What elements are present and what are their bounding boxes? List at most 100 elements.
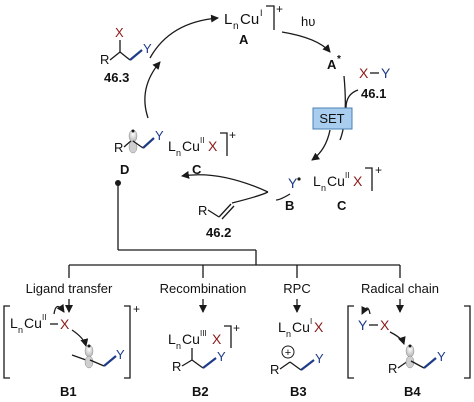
cu-symbol: Cu bbox=[182, 138, 200, 154]
hv-label: hυ bbox=[301, 14, 315, 29]
label-46-2: 46.2 bbox=[206, 225, 231, 240]
cu-symbol: Cu bbox=[182, 331, 200, 347]
bond bbox=[279, 361, 291, 370]
orbital-lower bbox=[84, 355, 94, 369]
cu-oxidation-state: II bbox=[42, 313, 46, 322]
bracket-left bbox=[3, 305, 10, 379]
alkene-double-bond-2 bbox=[221, 205, 235, 220]
radical-dot bbox=[297, 177, 301, 181]
cu-ligand-n: n bbox=[176, 148, 181, 158]
set-label: SET bbox=[319, 111, 344, 126]
radical-dot bbox=[408, 344, 412, 348]
bond-2 bbox=[89, 359, 105, 367]
structure-b2: L n Cu III X + R Y bbox=[168, 321, 240, 374]
alkene-46-2: R bbox=[198, 203, 235, 220]
plus-charge: + bbox=[133, 302, 140, 316]
mechanism-recombination: Recombination bbox=[160, 281, 247, 296]
bond-2 bbox=[410, 360, 425, 369]
y-atom: Y bbox=[217, 349, 226, 364]
cu-ligand-n: n bbox=[18, 325, 23, 335]
bracket-right bbox=[124, 305, 131, 379]
bond-2 bbox=[132, 140, 144, 149]
cu-ligand-n: n bbox=[233, 21, 239, 32]
y-atom: Y bbox=[155, 128, 164, 143]
mechanism-ligand-transfer: Ligand transfer bbox=[26, 281, 113, 296]
cu-oxidation-state: I bbox=[310, 317, 312, 326]
y-bond bbox=[103, 355, 117, 367]
y-bond bbox=[202, 357, 217, 369]
y-atom: Y bbox=[381, 65, 391, 81]
r-group: R bbox=[198, 203, 207, 218]
bond bbox=[181, 359, 193, 367]
bond-2 bbox=[289, 361, 302, 371]
x-atom: X bbox=[380, 317, 390, 333]
structure-b3: L n Cu I X + R Y bbox=[270, 317, 324, 377]
plus-charge: + bbox=[233, 321, 240, 335]
y-atom: Y bbox=[116, 347, 125, 362]
x-atom: X bbox=[60, 316, 70, 332]
x-ligand: X bbox=[314, 319, 324, 335]
label-b2: B2 bbox=[192, 384, 209, 399]
cu-ii-x-complex-left: L n Cu II X + bbox=[168, 128, 236, 158]
cu-ligand-l: L bbox=[10, 315, 18, 331]
label-b3: B3 bbox=[290, 384, 307, 399]
label-c-right: C bbox=[337, 198, 347, 213]
y-bond bbox=[142, 137, 155, 149]
charge-bracket bbox=[224, 325, 232, 348]
set-box bbox=[312, 107, 353, 130]
cu-ligand-n: n bbox=[286, 329, 291, 339]
cu-symbol: Cu bbox=[292, 319, 310, 335]
cu-ligand-l: L bbox=[313, 173, 321, 189]
arrow-a-to-astar bbox=[281, 31, 331, 53]
label-a: A bbox=[239, 32, 249, 47]
xy-incoming-arc bbox=[345, 89, 359, 109]
bond bbox=[109, 51, 121, 61]
radical-release-arc bbox=[275, 193, 291, 201]
y-bond bbox=[129, 49, 143, 61]
y-atom-2: Y bbox=[437, 349, 446, 364]
label-46-3: 46.3 bbox=[104, 70, 129, 85]
cu-ligand-l: L bbox=[168, 331, 176, 347]
charge-bracket bbox=[365, 167, 373, 191]
radical-intermediate-d: R Y bbox=[114, 128, 164, 155]
x-atom: X bbox=[115, 25, 124, 40]
label-c-left: C bbox=[192, 162, 202, 177]
alkene-double-bond bbox=[218, 203, 232, 218]
cu-ii-x-complex-right: L n Cu II X + bbox=[313, 163, 382, 193]
electron-arrow-2 bbox=[71, 329, 89, 347]
y-atom: Y bbox=[358, 317, 368, 333]
charge-bracket bbox=[266, 5, 275, 30]
alkene-bond bbox=[207, 209, 220, 218]
bond bbox=[71, 354, 87, 361]
plus-charge: + bbox=[276, 2, 283, 16]
substrate-xy: X Y bbox=[359, 65, 391, 81]
arrow-set-to-cu-ii bbox=[311, 129, 331, 161]
bracket-right bbox=[464, 305, 471, 379]
label-b4: B4 bbox=[404, 384, 421, 399]
cation-plus: + bbox=[285, 347, 291, 359]
arrow-to-a bbox=[149, 14, 219, 59]
r-group: R bbox=[172, 359, 181, 374]
cu-oxidation-state: III bbox=[200, 329, 207, 338]
y-radical: Y bbox=[288, 175, 298, 191]
label-b1: B1 bbox=[60, 384, 77, 399]
cu-ligand-l: L bbox=[168, 138, 176, 154]
x-ligand: X bbox=[212, 331, 222, 347]
x-ligand: X bbox=[353, 173, 363, 189]
charge-bracket bbox=[220, 132, 228, 156]
label-46-1: 46.1 bbox=[361, 86, 386, 101]
alkene-incoming-arc bbox=[231, 191, 269, 204]
cu-ligand-l: L bbox=[278, 319, 286, 335]
y-atom: Y bbox=[315, 351, 324, 366]
r-group: R bbox=[388, 361, 397, 376]
cu-symbol: Cu bbox=[327, 173, 345, 189]
structure-b4: Y X R Y bbox=[347, 305, 471, 379]
r-group: R bbox=[100, 52, 109, 67]
cu-oxidation-state: II bbox=[200, 136, 204, 145]
arrow-d-to-product bbox=[144, 61, 161, 119]
x-ligand: X bbox=[208, 138, 218, 154]
cation-circle bbox=[281, 345, 295, 359]
bond-2 bbox=[191, 359, 204, 369]
y-atom: Y bbox=[143, 41, 152, 56]
